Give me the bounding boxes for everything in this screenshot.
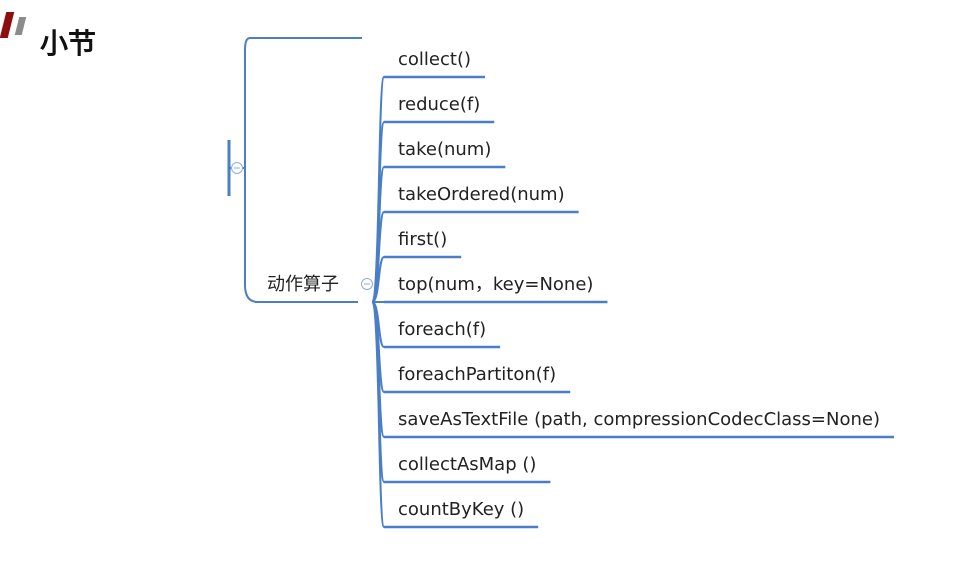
branch-curve — [371, 256, 385, 303]
leaf-label: reduce(f) — [398, 94, 480, 115]
branch-lines — [371, 76, 385, 528]
leaf-items: collect() reduce(f) take(num) takeOrdered(n… — [384, 49, 894, 529]
trunk-line — [244, 37, 259, 303]
node-collapse-icon[interactable] — [361, 278, 373, 290]
branch-curve — [371, 301, 385, 528]
leaf-label: collect() — [398, 49, 471, 70]
slide-title: 小节 — [40, 27, 97, 60]
leaf-label: top(num，key=None) — [398, 274, 593, 295]
leaf-label: foreach(f) — [398, 319, 486, 340]
leaf-label: takeOrdered(num) — [398, 184, 565, 205]
leaf-label: take(num) — [398, 139, 491, 160]
leaf-label: first() — [398, 229, 447, 250]
leaf-label: saveAsTextFile (path, compressionCodecCl… — [398, 409, 880, 430]
leaf-label: countByKey () — [398, 499, 524, 520]
root-collapse-icon[interactable] — [231, 162, 243, 174]
leaf-label: collectAsMap () — [398, 454, 536, 475]
leaf-label: foreachPartiton(f) — [398, 364, 556, 385]
node-label: 动作算子 — [267, 274, 339, 295]
